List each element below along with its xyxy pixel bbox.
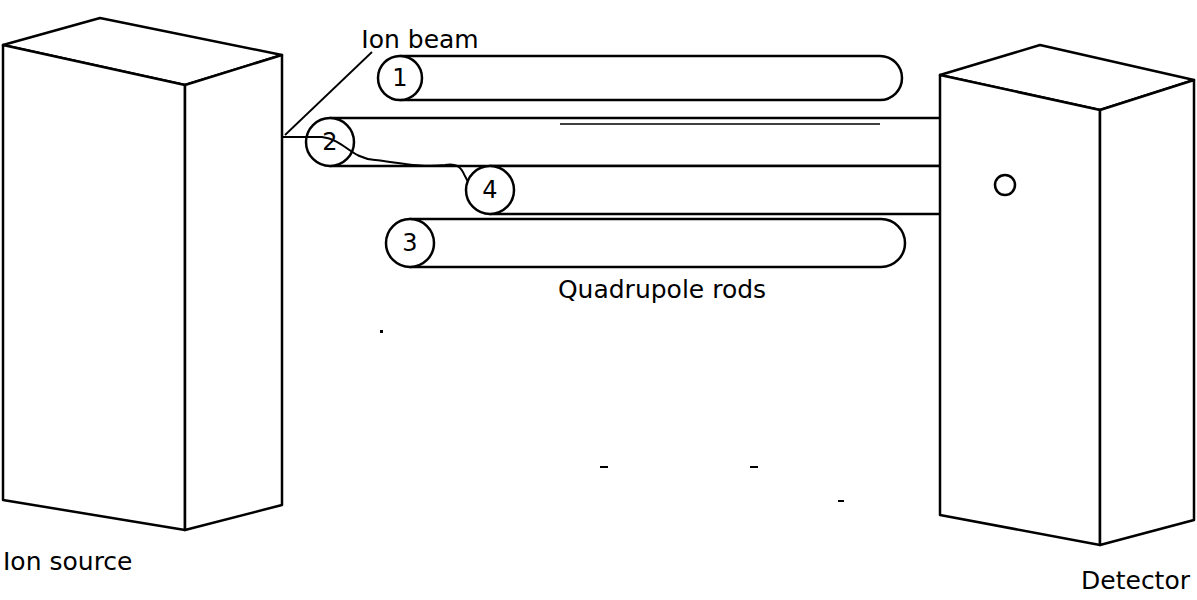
block-outline [932,30,1197,600]
rod-end [466,166,514,214]
block-face [185,55,282,530]
rod-end [306,118,354,166]
block-face [1100,80,1194,545]
callout-number: 3 [402,230,417,256]
part-label: Quadrupole rods [558,276,766,304]
block-label: Ion source [3,548,132,576]
leader-line [285,52,372,135]
quadrupole-rod [410,219,905,267]
speck [238,126,844,502]
callout-number: 2 [322,129,337,155]
quadrupole-rod [330,118,975,166]
ion-source-block: Ion source [0,10,290,595]
part-label: Ion beam [361,26,478,54]
rod-end [386,219,434,267]
block-label: Detector [1081,567,1190,595]
callout-number: 1 [392,65,407,91]
rod-highlight [560,123,880,125]
rod-end [378,56,422,100]
ion-beam [282,137,470,184]
block-face [940,75,1100,545]
detector-block: Detector [932,30,1197,600]
callout-number: 4 [482,177,497,203]
block-outline [0,10,290,595]
quadrupole-rod [490,166,965,214]
detector-target [995,175,1015,195]
block-face [3,45,185,530]
quadrupole-rod [400,56,902,100]
